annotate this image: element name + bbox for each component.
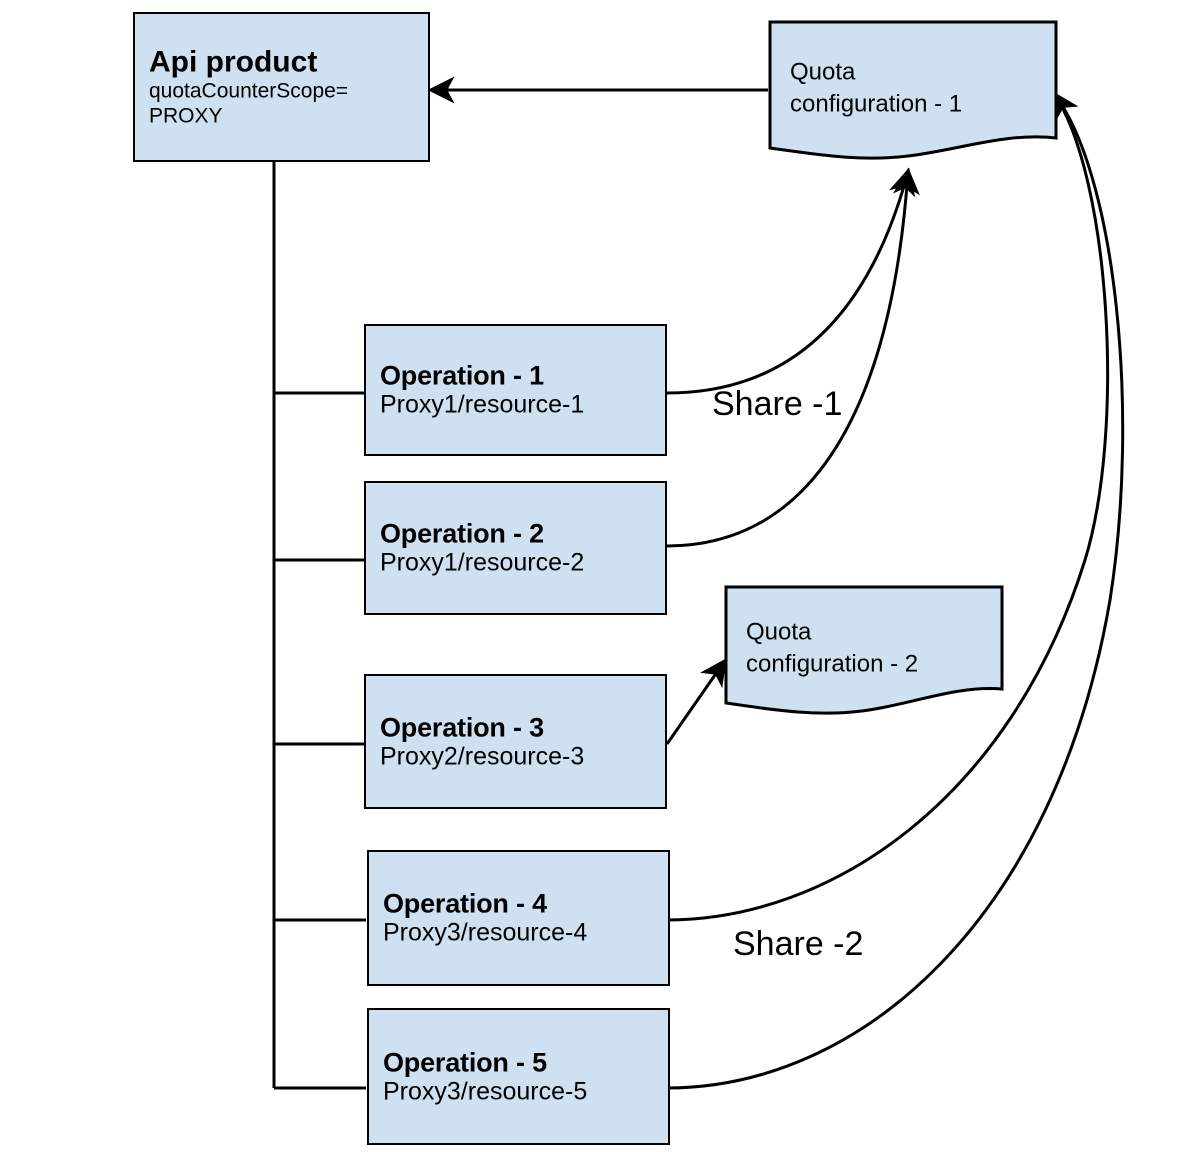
operation-5-title: Operation - 5 xyxy=(383,1047,547,1078)
edge-operation4-to-quota1 xyxy=(666,91,1110,922)
operation-4-path: Proxy3/resource-4 xyxy=(383,918,588,947)
node-operation-2[interactable]: Operation - 2 Proxy1/resource-2 xyxy=(364,481,667,615)
operation-2-path: Proxy1/resource-2 xyxy=(380,548,585,577)
node-operation-5[interactable]: Operation - 5 Proxy3/resource-5 xyxy=(367,1008,670,1145)
operation-1-path: Proxy1/resource-1 xyxy=(380,390,585,419)
edge-operation1-to-quota1 xyxy=(666,167,916,395)
edge-operation3-to-quota2 xyxy=(665,658,727,745)
quota-config-2-label: Quota configuration - 2 xyxy=(746,617,918,682)
quota-config-2-line1: Quota xyxy=(746,618,812,646)
operation-1-title: Operation - 1 xyxy=(380,360,544,391)
api-product-detail-line2: PROXY xyxy=(149,104,223,128)
operation-3-title: Operation - 3 xyxy=(380,712,544,743)
operation-2-title: Operation - 2 xyxy=(380,518,544,549)
node-quota-configuration-1[interactable]: Quota configuration - 1 xyxy=(768,20,1058,166)
operation-3-path: Proxy2/resource-3 xyxy=(380,742,585,771)
edge-operation2-to-quota1 xyxy=(666,167,920,548)
quota-config-1-line1: Quota xyxy=(790,58,856,86)
api-product-title: Api product xyxy=(149,45,318,79)
node-operation-1[interactable]: Operation - 1 Proxy1/resource-1 xyxy=(364,324,667,456)
quota-config-1-label: Quota configuration - 1 xyxy=(790,57,962,122)
product-to-operations-tree xyxy=(272,162,366,1090)
edge-operation5-to-quota1 xyxy=(666,94,1125,1090)
api-product-detail-line1: quotaCounterScope= xyxy=(149,79,349,103)
operation-5-path: Proxy3/resource-5 xyxy=(383,1077,588,1106)
node-operation-3[interactable]: Operation - 3 Proxy2/resource-3 xyxy=(364,674,667,809)
edge-label-share-1: Share -1 xyxy=(712,385,843,423)
quota-config-1-line2: configuration - 1 xyxy=(790,91,963,119)
node-operation-4[interactable]: Operation - 4 Proxy3/resource-4 xyxy=(367,850,670,986)
node-quota-configuration-2[interactable]: Quota configuration - 2 xyxy=(724,585,1004,721)
quota-config-2-line2: configuration - 2 xyxy=(746,651,919,679)
operation-4-title: Operation - 4 xyxy=(383,888,547,919)
quota-config-1-shape xyxy=(768,20,1058,160)
node-api-product[interactable]: Api product quotaCounterScope= PROXY xyxy=(133,12,430,162)
edge-label-share-2: Share -2 xyxy=(733,925,864,963)
quota-config-2-shape xyxy=(724,585,1004,715)
